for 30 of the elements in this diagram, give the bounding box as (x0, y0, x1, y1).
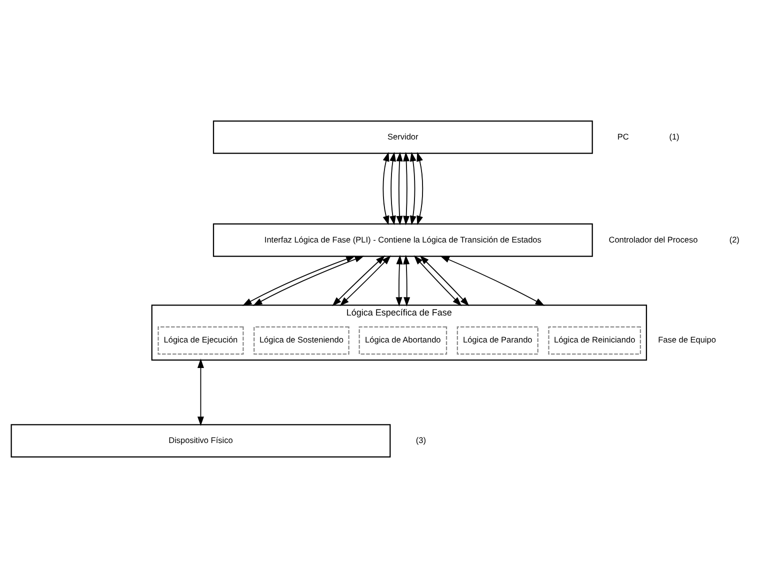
label: Controlador del Proceso (608, 235, 698, 244)
arrow (340, 255, 391, 306)
node-box: Interfaz Lógica de Fase (PLI) - Contiene la Lógica de Transición de Estados (212, 223, 593, 257)
label: (1) (669, 132, 680, 142)
arrow (416, 152, 424, 226)
label: (3) (416, 436, 426, 445)
node-box: Lógica de Abortando (358, 326, 448, 355)
node-box: Servidor (212, 120, 593, 154)
arrow (410, 152, 416, 226)
arrow (390, 152, 396, 226)
arrow (382, 152, 390, 226)
node-box: Lógica de Ejecución (158, 326, 244, 355)
label: PC (617, 132, 629, 142)
arrow (252, 256, 364, 306)
arrow (396, 254, 403, 307)
arrow (403, 254, 410, 307)
arrow (197, 358, 204, 426)
arrow (242, 256, 356, 306)
arrow (440, 256, 545, 306)
label: (2) (729, 235, 740, 244)
arrow (403, 152, 410, 226)
node-box: Dispositivo Físico (10, 424, 391, 458)
node-box: Lógica de Parando (456, 326, 538, 355)
label: Fase de Equipo (658, 336, 716, 345)
arrow (332, 255, 386, 306)
node-box: Lógica de Reiniciando (548, 326, 641, 355)
arrow (414, 255, 462, 306)
arrow (396, 152, 403, 226)
node-box: Lógica de Sosteniendo (254, 326, 350, 355)
arrow (420, 255, 470, 306)
